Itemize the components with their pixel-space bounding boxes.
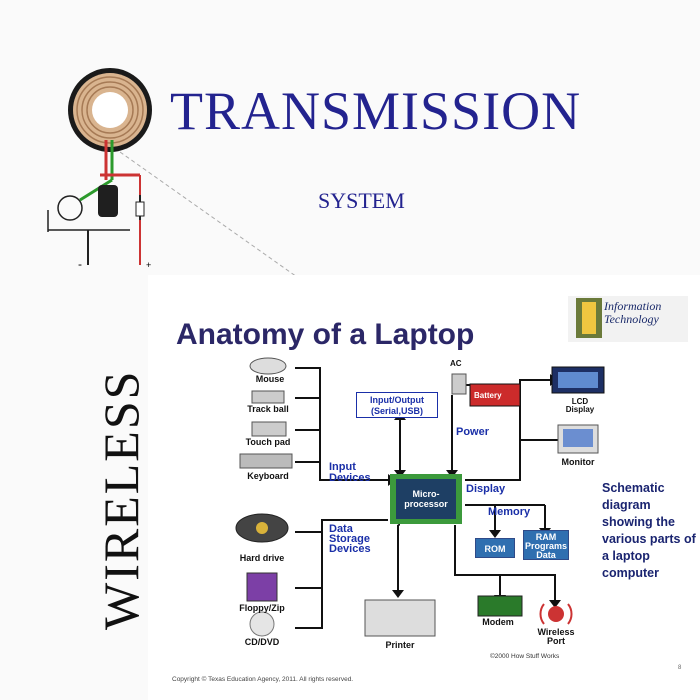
cd-icon [249,611,275,637]
device-label-touchpad: Touch pad [245,437,291,447]
touchpad-icon [251,421,287,437]
label-input-devices: Input Devices [329,461,371,484]
io-box: Input/Output (Serial,USB) [356,392,438,418]
it-logo [568,296,688,342]
printer-icon [364,599,436,637]
plus-symbol: + [146,260,151,270]
device-label-floppy: Floppy/Zip [239,603,285,613]
logo-text: Information Technology [604,299,662,326]
copyright: Copyright © Texas Education Agency, 2011… [172,676,354,683]
label-modem: Modem [482,617,514,627]
coil-circuit-illustration: - + [47,68,152,271]
device-label-keyboard: Keyboard [247,471,289,481]
label-lcd: LCD Display [565,397,595,414]
floppy-icon [246,572,278,602]
battery-icon [469,383,521,407]
label-data-storage: Data Storage Devices [329,523,371,555]
headline: TRANSMISSION [170,81,582,141]
label-memory: Memory [488,506,531,518]
modem-icon [477,595,523,617]
label-ac: AC [450,359,462,368]
keyboard-icon [239,453,293,469]
schematic-caption: Schematic diagram showing the various pa… [602,481,696,580]
label-power: Power [456,426,490,438]
trackball-icon [251,390,285,404]
label-battery: Battery [474,391,502,400]
label-wireless-port: Wireless Port [537,627,575,646]
ram-box: RAM Programs Data [523,530,569,560]
page-number: 8 [678,665,682,671]
label-display: Display [466,483,506,495]
subheadline: SYSTEM [318,188,405,213]
resistor-icon [135,201,145,217]
label-monitor: Monitor [561,457,595,467]
wireless-icon [548,606,564,622]
capacitor-icon [98,185,118,217]
device-label-mouse: Mouse [255,374,285,384]
label-printer: Printer [385,640,415,650]
device-label-hard-drive: Hard drive [239,553,285,563]
ac-plug-icon [451,373,467,395]
minus-symbol: - [78,257,82,271]
device-label-trackball: Track ball [247,404,289,414]
mouse-icon [249,357,287,375]
transistor-icon [57,195,83,221]
credit: ©2000 How Stuff Works [490,653,560,660]
rom-box: ROM [475,538,515,558]
slide-title: Anatomy of a Laptop [176,318,475,351]
device-label-cd: CD/DVD [244,637,280,647]
label-microprocessor: Micro-processor [404,489,448,509]
